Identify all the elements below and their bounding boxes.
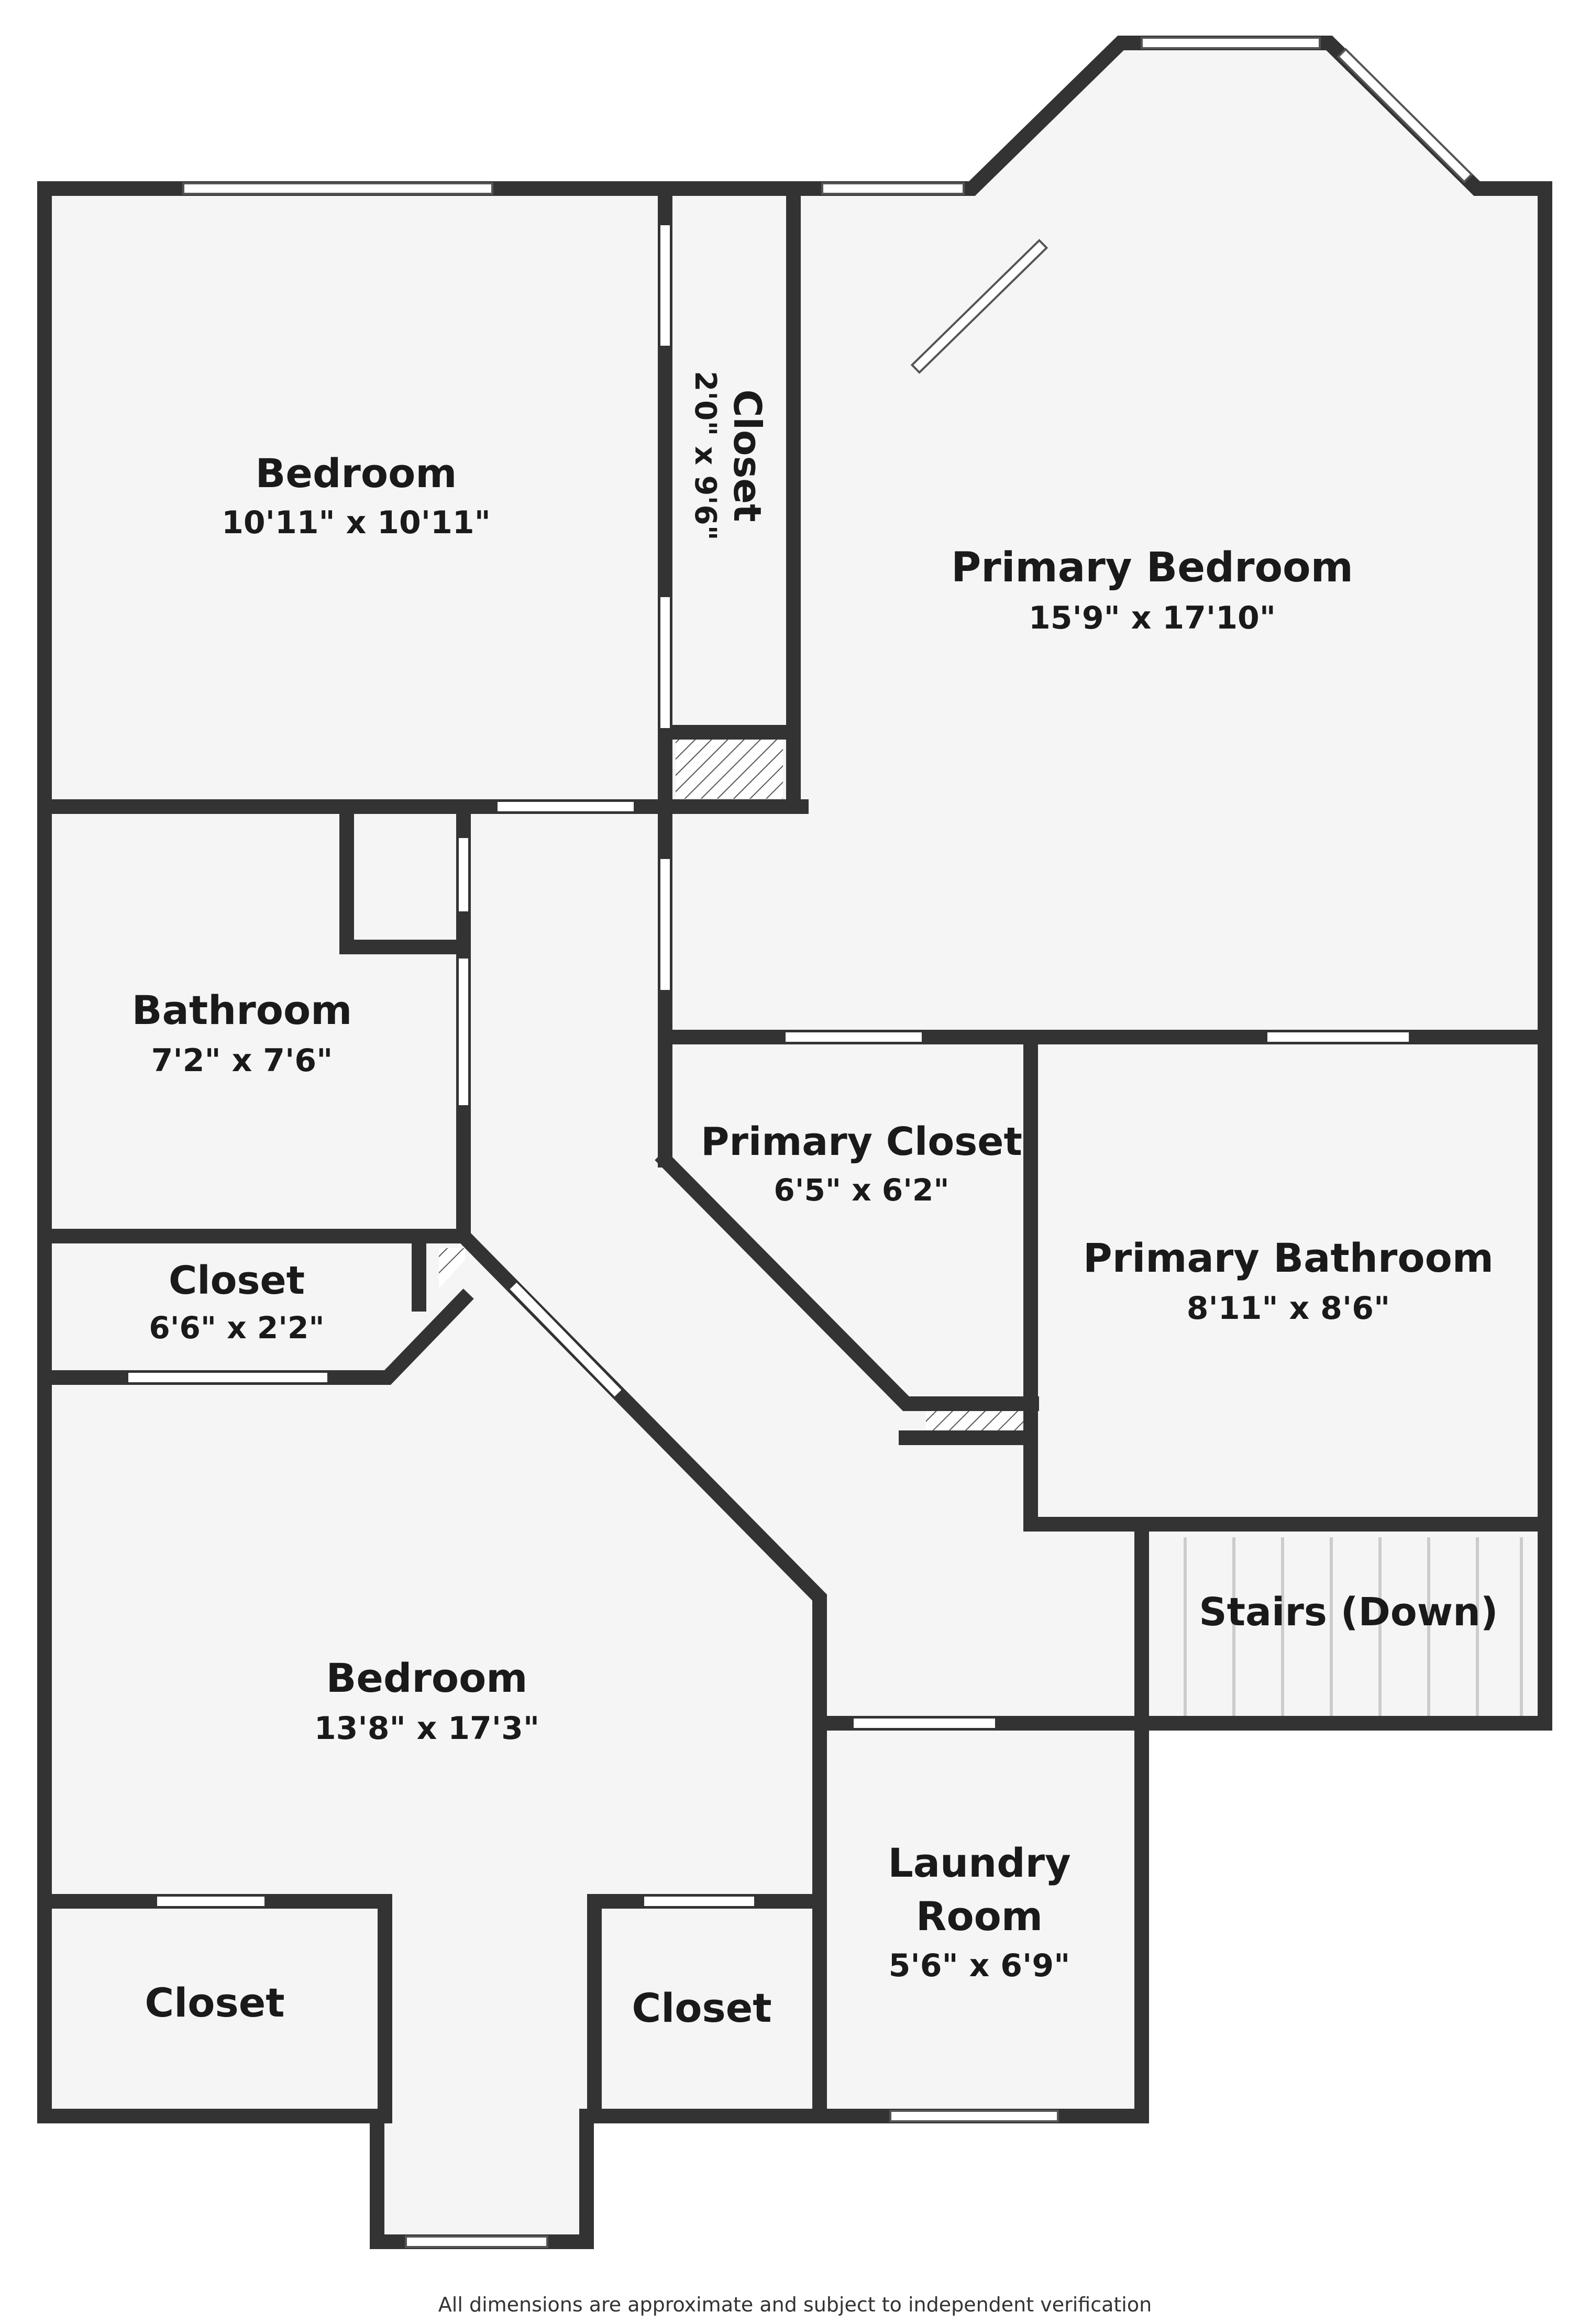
- room-name: Primary Closet: [701, 1119, 1022, 1164]
- room-closet-sw-left: Closet: [145, 1979, 284, 2026]
- room-dimensions: 13'8" x 17'3": [314, 1710, 539, 1747]
- room-name-line1: Laundry: [888, 1840, 1070, 1886]
- room-name-line2: Room: [916, 1893, 1043, 1940]
- room-primary-bathroom: Primary Bathroom 8'11" x 8'6": [1083, 1235, 1494, 1327]
- room-dimensions: 2'0" x 9'6": [688, 371, 722, 541]
- room-primary-closet: Primary Closet 6'5" x 6'2": [701, 1119, 1022, 1208]
- room-dimensions: 15'9" x 17'10": [1029, 600, 1276, 636]
- room-bathroom: Bathroom 7'2" x 7'6": [132, 987, 352, 1079]
- room-bedroom-sw: Bedroom 13'8" x 17'3": [314, 1655, 539, 1747]
- room-dimensions: 7'2" x 7'6": [151, 1042, 333, 1079]
- room-closet-nw: Closet 2'0" x 9'6": [688, 371, 769, 541]
- room-laundry: Laundry Room 5'6" x 6'9": [888, 1840, 1070, 1984]
- room-name: Closet: [169, 1258, 305, 1303]
- room-stairs: Stairs (Down): [1199, 1590, 1498, 1635]
- room-name: Bedroom: [326, 1655, 528, 1701]
- disclaimer-text: All dimensions are approximate and subje…: [438, 2293, 1152, 2316]
- hatched-chase-closet: [676, 739, 783, 799]
- room-name: Closet: [632, 1985, 771, 2031]
- room-name: Stairs (Down): [1199, 1590, 1498, 1635]
- door-openings: [128, 225, 1409, 1906]
- room-closet-hall: Closet 6'6" x 2'2": [149, 1258, 324, 1346]
- room-name: Primary Bathroom: [1083, 1235, 1494, 1281]
- floor-area: [45, 43, 1545, 2242]
- room-name: Closet: [725, 389, 769, 522]
- room-dimensions: 5'6" x 6'9": [889, 1947, 1070, 1984]
- room-dimensions: 10'11" x 10'11": [222, 504, 491, 541]
- room-bedroom-nw: Bedroom 10'11" x 10'11": [222, 450, 491, 541]
- room-dimensions: 6'5" x 6'2": [774, 1172, 949, 1208]
- room-name: Closet: [145, 1979, 284, 2026]
- room-dimensions: 8'11" x 8'6": [1187, 1290, 1390, 1327]
- hatched-chase-hall: [439, 1248, 465, 1288]
- room-name: Bedroom: [256, 450, 457, 497]
- room-name: Bathroom: [132, 987, 352, 1033]
- room-dimensions: 6'6" x 2'2": [149, 1310, 324, 1346]
- windows: [182, 37, 1473, 2248]
- room-closet-sw-right: Closet: [632, 1985, 771, 2031]
- room-primary-bedroom: Primary Bedroom 15'9" x 17'10": [951, 544, 1353, 636]
- room-name: Primary Bedroom: [951, 544, 1353, 591]
